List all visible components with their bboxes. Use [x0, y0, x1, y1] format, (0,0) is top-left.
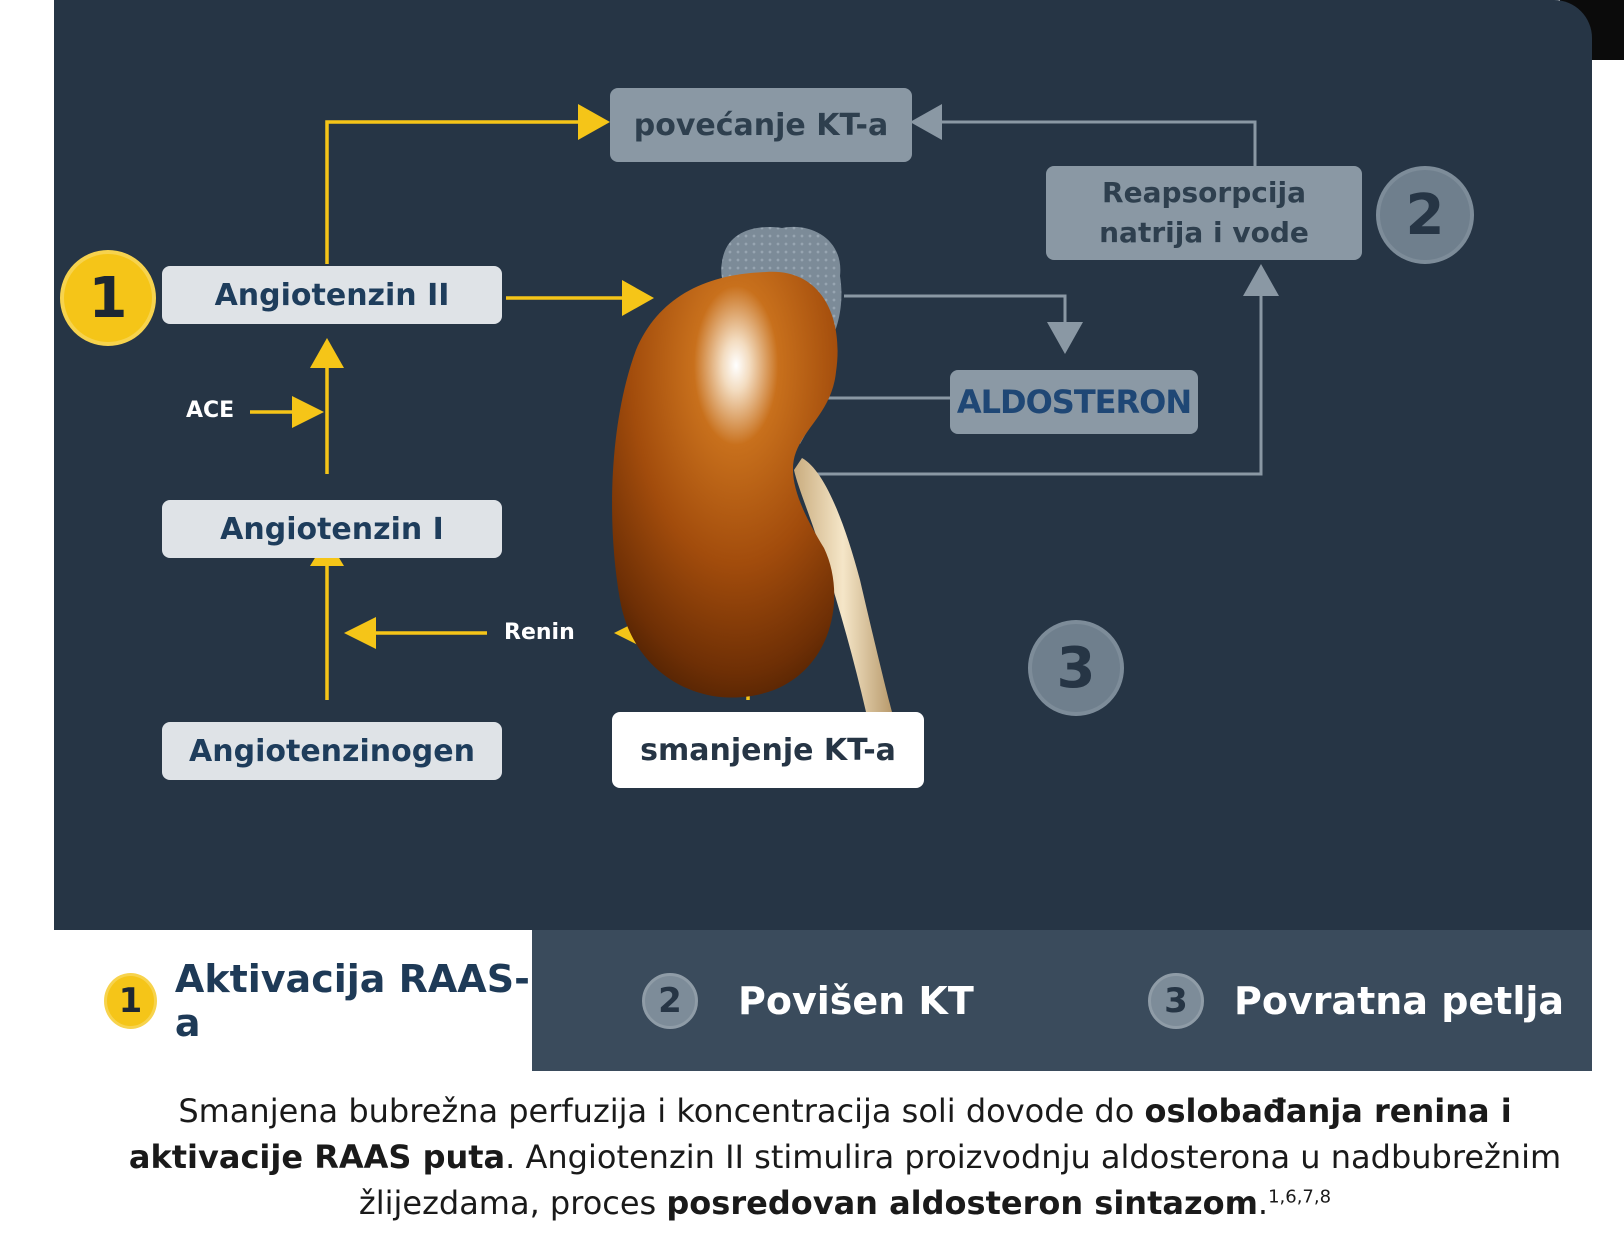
node-reapsorpcija: Reapsorpcija natrija i vode: [1046, 166, 1362, 260]
yellow-arrowheads: [292, 104, 654, 649]
tab-1-number: 1: [104, 972, 157, 1029]
node-povecanje-kt: povećanje KT-a: [610, 88, 912, 162]
tab-2-number: 2: [642, 972, 698, 1029]
tab-aktivacija-raas[interactable]: 1 Aktivacija RAAS-a: [54, 930, 532, 1071]
node-angiotenzinogen: Angiotenzinogen: [162, 722, 502, 780]
node-reapsorpcija-line2: natrija i vode: [1099, 216, 1309, 249]
desc-part-1: Smanjena bubrežna perfuzija i koncentrac…: [178, 1092, 1145, 1130]
arrow-adrenal-to-aldosteron: [844, 294, 1067, 322]
tab-2-label: Povišen KT: [738, 978, 974, 1023]
kidney: [612, 271, 838, 698]
node-reapsorpcija-line1: Reapsorpcija: [1102, 176, 1306, 209]
desc-references: 1,6,7,8: [1268, 1186, 1332, 1208]
arrow-kidney-to-reapsorpcija: [800, 296, 1263, 476]
badge-step-1: 1: [60, 250, 156, 346]
tab-povratna-petlja[interactable]: 3 Povratna petlja: [1064, 930, 1592, 1071]
node-angiotenzin-i: Angiotenzin I: [162, 500, 502, 558]
badge-step-2: 2: [1376, 166, 1474, 264]
tab-3-number: 3: [1148, 972, 1204, 1029]
step-tabs: 1 Aktivacija RAAS-a 2 Povišen KT 3 Povra…: [54, 930, 1592, 1071]
tab-3-label: Povratna petlja: [1234, 978, 1565, 1023]
tab-povisen-kt[interactable]: 2 Povišen KT: [532, 930, 1064, 1071]
ureter: [794, 458, 892, 712]
desc-bold-2: posredovan aldosteron sintazom: [666, 1184, 1258, 1222]
label-ace: ACE: [186, 398, 235, 423]
label-renin: Renin: [504, 620, 575, 645]
arrow-ii-to-povecanje: [325, 120, 579, 264]
node-aldosteron: ALDOSTERON: [950, 370, 1198, 434]
desc-part-2: . Angiotenzin II stimulira proizvodnju a…: [358, 1138, 1562, 1222]
desc-bold-1: oslobađanja renina i aktivacije RAAS put…: [128, 1092, 1512, 1176]
node-angiotenzin-ii: Angiotenzin II: [162, 266, 502, 324]
badge-step-3: 3: [1028, 620, 1124, 716]
node-smanjenje-kt: smanjenje KT-a: [612, 712, 924, 788]
tab-1-label: Aktivacija RAAS-a: [174, 956, 530, 1045]
raas-diagram: Angiotenzin II Angiotenzin I Angiotenzin…: [54, 0, 1592, 930]
desc-part-3: .: [1257, 1184, 1269, 1222]
description-text: Smanjena bubrežna perfuzija i koncentrac…: [110, 1088, 1580, 1226]
diagram-graphics: [250, 104, 1279, 712]
arrow-reapsorpcija-to-povecanje: [938, 120, 1257, 166]
